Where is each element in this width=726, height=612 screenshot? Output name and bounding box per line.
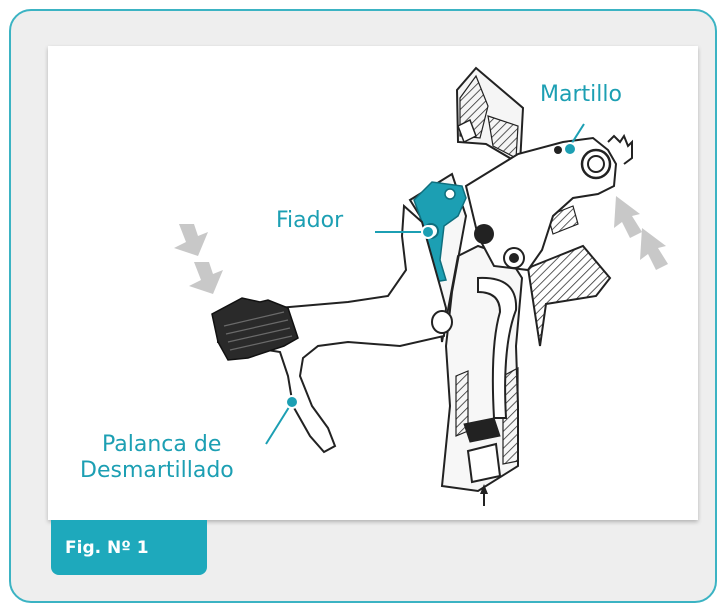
leader-lines (265, 123, 585, 445)
label-palanca-line1: Palanca de (102, 432, 222, 457)
frame-top (455, 66, 525, 166)
down-arrow-2 (189, 262, 223, 294)
direction-arrows (174, 196, 668, 294)
mechanism-drawing (174, 66, 668, 506)
hammer (464, 133, 633, 272)
mainspring-strut (477, 276, 518, 419)
mechanism-illustration: Martillo Fiador Palanca de Desmartillado (48, 46, 698, 520)
label-fiador: Fiador (276, 208, 344, 233)
label-martillo: Martillo (540, 82, 622, 107)
down-arrow-1 (174, 224, 208, 256)
figure-caption: Fig. Nº 1 (51, 520, 207, 575)
up-arrow-2 (640, 228, 668, 270)
up-arrow-1 (614, 196, 642, 238)
label-palanca-line2: Desmartillado (80, 458, 234, 483)
decocking-lever (211, 203, 453, 454)
